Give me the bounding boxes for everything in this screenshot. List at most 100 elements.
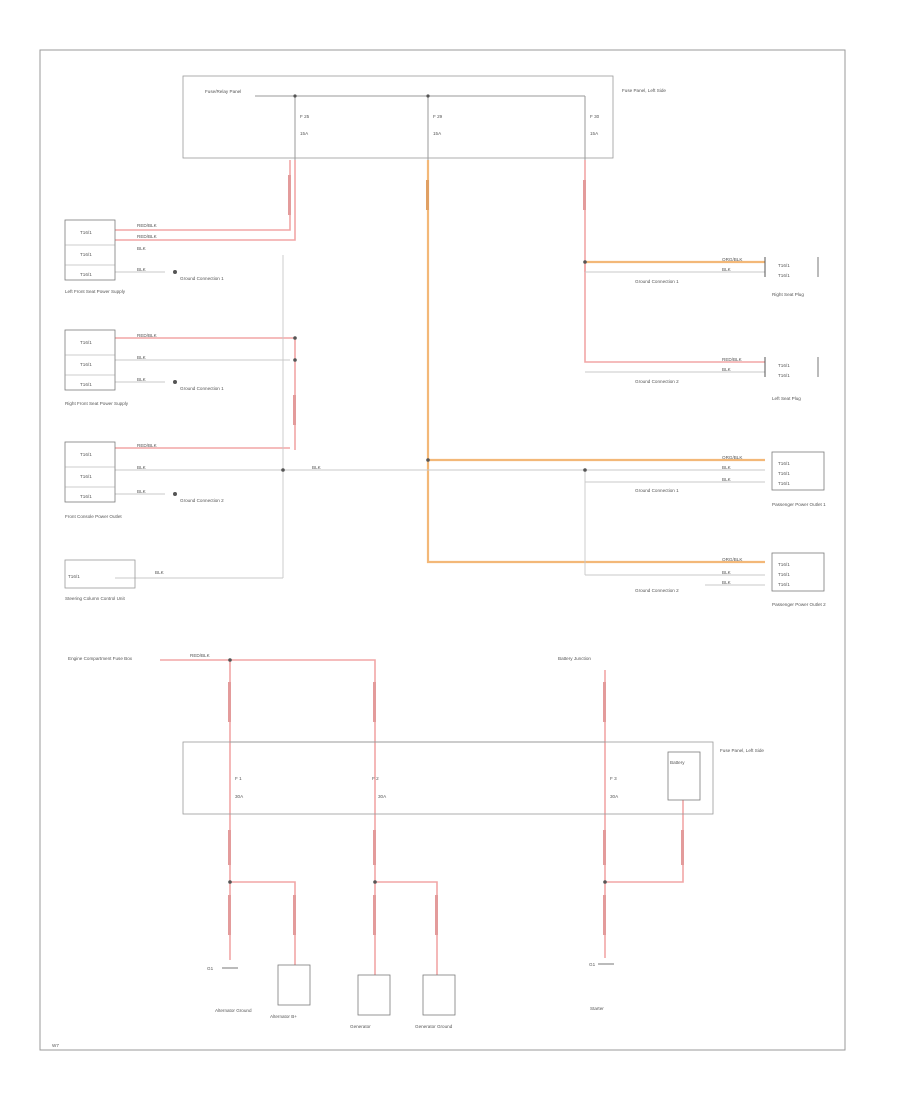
right-ground-label-1: Ground Connection 1 (635, 279, 679, 284)
ground-label-3: Ground Connection 2 (180, 498, 224, 503)
wire-label-9: BLK (137, 465, 147, 470)
left-plug-label: Left Seat Plug (772, 396, 801, 401)
grey-wires (115, 255, 765, 586)
svg-text:T16/1: T16/1 (80, 252, 92, 257)
svg-text:T16/1: T16/1 (80, 382, 92, 387)
bottom-connector-label-2: Battery Junction (558, 656, 591, 661)
svg-text:30A: 30A (378, 794, 387, 799)
alt1-label: Alternator Ground (215, 1008, 252, 1013)
passenger-outlet-1: T16/1 T16/1 T16/1 (771, 451, 825, 491)
wire-label-19: BLK (722, 477, 732, 482)
bottom-connector-label: Engine Compartment Fuse Box (68, 656, 133, 661)
left-connector-3: T16/1 T16/1 T16/1 (64, 441, 116, 503)
fuse-bottom-2: F 2 30A (372, 776, 387, 799)
svg-text:T16/1: T16/1 (778, 481, 790, 486)
svg-text:T16/1: T16/1 (80, 474, 92, 479)
svg-text:T16/1: T16/1 (80, 362, 92, 367)
junction-nodes (281, 260, 587, 472)
ground-starter: G1 (589, 962, 614, 967)
component-alt4 (422, 974, 456, 1016)
wire-label-14: BLK (722, 267, 732, 272)
wire-label-13: ORG/BLK (722, 257, 743, 262)
svg-text:T16/1: T16/1 (778, 273, 790, 278)
alt3-label: Generator (350, 1024, 371, 1029)
ground-label-2: Ground Connection 1 (180, 386, 224, 391)
wire-label-12: BLK (312, 465, 322, 470)
wire-label-8: RED/BLK (137, 443, 158, 448)
component-alt2 (277, 964, 311, 1006)
starter-label: Starter (590, 1006, 604, 1011)
svg-text:Battery: Battery (670, 760, 685, 765)
left-front-seat-label: Left Front Seat Power Supply (65, 289, 126, 294)
svg-text:G1: G1 (589, 962, 596, 967)
wire-label-15: RED/BLK (722, 357, 743, 362)
bottom-wire-markers (228, 682, 684, 935)
svg-text:30A: 30A (235, 794, 244, 799)
alt2-label: Alternator B+ (270, 1014, 297, 1019)
bottom-fuse-panel-label: Fuse Panel, Left Side (720, 748, 764, 753)
svg-text:T16/1: T16/1 (778, 471, 790, 476)
svg-text:15A: 15A (433, 131, 442, 136)
top-fuse-panel-label: Fuse/Relay Panel (205, 89, 241, 94)
passenger-outlet-2: T16/1 T16/1 T16/1 (771, 552, 825, 592)
ground-g1: G1 (207, 966, 238, 971)
wire-label-6: BLK (137, 355, 147, 360)
right-plug-label: Right Seat Plug (772, 292, 804, 297)
svg-text:T16/1: T16/1 (80, 452, 92, 457)
svg-text:T16/1: T16/1 (68, 574, 80, 579)
svg-text:T16/1: T16/1 (778, 582, 790, 587)
fuse-top-2: F 29 15A (426, 94, 443, 160)
bottom-wire-label: RED/BLK (190, 653, 211, 658)
component-alt3 (357, 974, 391, 1016)
top-fuse-panel-label-right: Fuse Panel, Left Side (622, 88, 666, 93)
right-front-seat-label: Right Front Seat Power Supply (65, 401, 129, 406)
svg-text:F 3: F 3 (610, 776, 617, 781)
wire-label-16: BLK (722, 367, 732, 372)
svg-text:T16/1: T16/1 (778, 363, 790, 368)
corner-code: W7 (52, 1043, 59, 1048)
svg-text:T16/1: T16/1 (80, 340, 92, 345)
wire-label-22: BLK (722, 580, 732, 585)
svg-text:30A: 30A (610, 794, 619, 799)
bottom-junctions (228, 658, 607, 884)
right-ground-label-3: Ground Connection 1 (635, 488, 679, 493)
wire-label-1: RED/BLK (137, 223, 158, 228)
fuse-top-1: F 25 15A (293, 94, 310, 160)
fuse-bottom-3: F 3 30A (610, 776, 619, 799)
wire-label-21: BLK (722, 570, 732, 575)
wire-label-20: ORG/BLK (722, 557, 743, 562)
svg-text:T16/1: T16/1 (778, 263, 790, 268)
fuse-top-3: F 30 15A (584, 96, 600, 160)
alt4-label: Generator Ground (415, 1024, 453, 1029)
wire-label-2: RED/BLK (137, 234, 158, 239)
wire-label-3: BLK (137, 246, 147, 251)
wire-label-7: BLK (137, 377, 147, 382)
svg-text:F 2: F 2 (372, 776, 379, 781)
battery-box: Battery (667, 751, 701, 801)
wire-label-17: ORG/BLK (722, 455, 743, 460)
left-plug-1: T16/1 T16/1 (764, 357, 819, 378)
vertical-wire-markers (288, 175, 586, 425)
wire-label-10: BLK (137, 489, 147, 494)
svg-text:F 30: F 30 (590, 114, 600, 119)
svg-text:T16/1: T16/1 (80, 494, 92, 499)
svg-text:T16/1: T16/1 (778, 461, 790, 466)
ground-dots (173, 270, 177, 496)
wire-label-18: BLK (722, 465, 732, 470)
svg-text:T16/1: T16/1 (778, 562, 790, 567)
wire-label-5: RED/BLK (137, 333, 158, 338)
left-connector-2: T16/1 T16/1 T16/1 (64, 329, 116, 391)
wire-label-4: BLK (137, 267, 147, 272)
fuse-bottom-1: F 1 30A (235, 776, 244, 799)
ground-label-1: Ground Connection 1 (180, 276, 224, 281)
svg-text:T16/1: T16/1 (80, 230, 92, 235)
passenger-outlet-2-label: Passenger Power Outlet 2 (772, 602, 826, 607)
orange-wires (426, 160, 765, 564)
right-ground-label-4: Ground Connection 2 (635, 588, 679, 593)
svg-text:F 1: F 1 (235, 776, 242, 781)
top-fuse-panel-outline (182, 75, 614, 159)
left-connector-4: T16/1 (64, 559, 136, 589)
right-ground-label-2: Ground Connection 2 (635, 379, 679, 384)
right-plug-1: T16/1 T16/1 (764, 257, 819, 278)
diagram-frame (39, 49, 846, 1051)
